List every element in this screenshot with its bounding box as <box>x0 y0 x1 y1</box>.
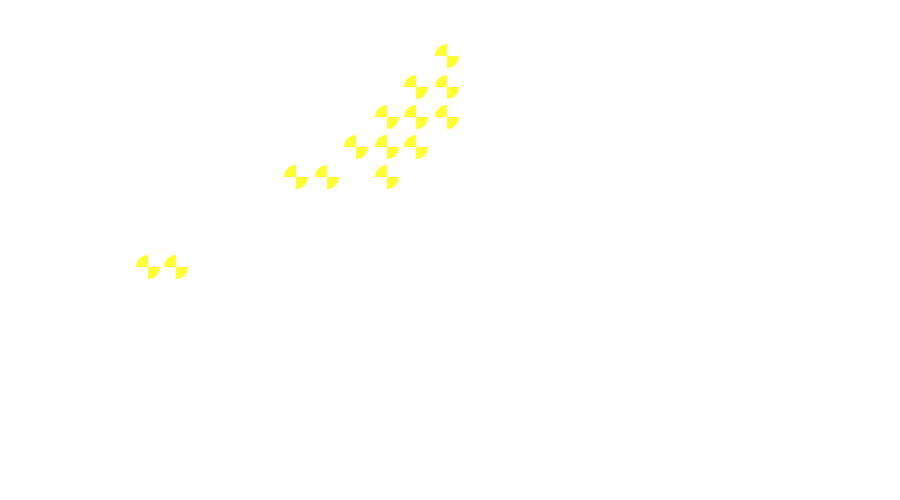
target-marker-icon <box>435 44 459 68</box>
target-marker-icon <box>404 135 428 159</box>
target-marker-icon <box>284 165 308 189</box>
target-marker-icon <box>344 135 368 159</box>
target-marker-icon <box>375 165 399 189</box>
target-marker-icon <box>404 105 428 129</box>
target-marker-icon <box>136 255 160 279</box>
target-marker-icon <box>375 105 399 129</box>
target-marker-icon <box>375 135 399 159</box>
target-marker-icon <box>435 105 459 129</box>
target-marker-icon <box>164 255 188 279</box>
target-marker-icon <box>404 75 428 99</box>
target-marker-icon <box>435 75 459 99</box>
target-marker-icon <box>315 165 339 189</box>
